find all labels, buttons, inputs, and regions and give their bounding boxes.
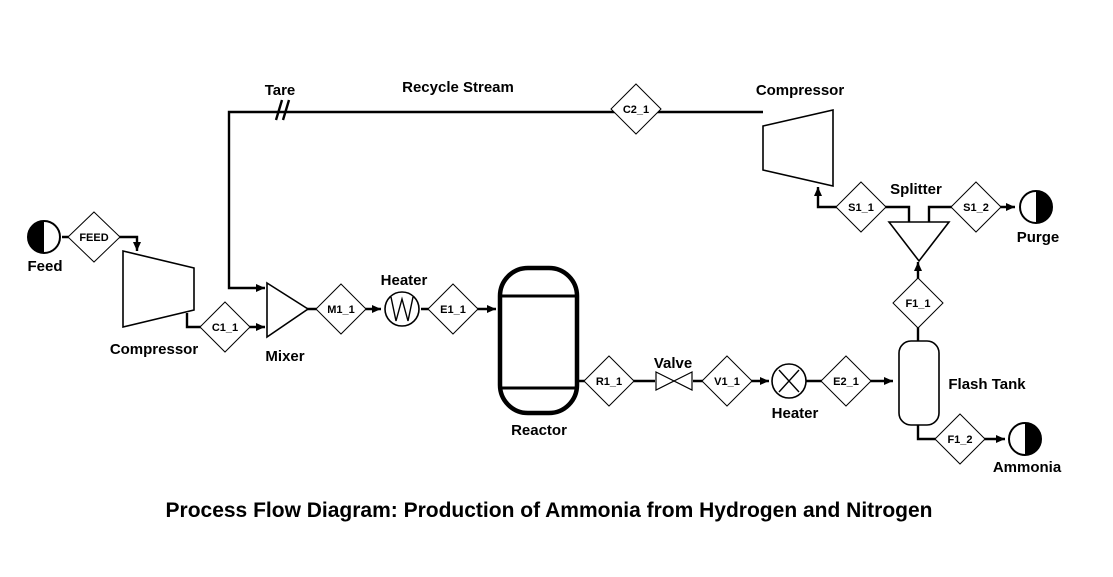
heater-1 — [384, 291, 420, 327]
stream-tag-c2-1: C2_1 — [610, 83, 662, 135]
stream-tag-f1-2: F1_2 — [934, 413, 986, 465]
stream-tag-s1-2: S1_2 — [950, 181, 1002, 233]
stream-tag-feed: FEED — [67, 211, 121, 263]
stream-tag-s1-1: S1_1 — [835, 181, 887, 233]
stream-tag-s1-2-text: S1_2 — [963, 202, 989, 214]
stream-tag-r1-1-text: R1_1 — [596, 376, 622, 388]
reactor-label: Reactor — [511, 422, 567, 439]
splitter-label: Splitter — [890, 181, 942, 198]
heater-2-label: Heater — [772, 405, 819, 422]
heater-1-label: Heater — [381, 272, 428, 289]
diagram-title: Process Flow Diagram: Production of Ammo… — [166, 499, 933, 522]
valve — [655, 371, 693, 391]
heater-2 — [771, 363, 807, 399]
purge-label: Purge — [1017, 229, 1060, 246]
valve-label: Valve — [654, 355, 692, 372]
recycle-stream-label: Recycle Stream — [402, 79, 514, 96]
stream-tag-v1-1-text: V1_1 — [714, 376, 740, 388]
compressor-1 — [122, 249, 195, 329]
flash-tank — [898, 340, 940, 426]
reactor — [497, 265, 580, 416]
stream-tag-e2-1-text: E2_1 — [833, 376, 859, 388]
feed-label: Feed — [27, 258, 62, 275]
recycle-line — [227, 110, 763, 292]
stream-tag-v1-1: V1_1 — [701, 355, 753, 407]
splitter — [887, 221, 951, 263]
stream-tag-f1-1: F1_1 — [892, 277, 944, 329]
ammonia-sink — [1008, 422, 1042, 456]
tare-marks — [274, 99, 291, 121]
mixer-label: Mixer — [265, 348, 304, 365]
stream-tag-e1-1-text: E1_1 — [440, 304, 466, 316]
stream-tag-m1-1: M1_1 — [315, 283, 367, 335]
stream-tag-f1-1-text: F1_1 — [905, 298, 930, 310]
stream-tag-feed-text: FEED — [79, 232, 108, 244]
tare-label: Tare — [265, 82, 296, 99]
stream-tag-m1-1-text: M1_1 — [327, 304, 355, 316]
stream-tag-f1-2-text: F1_2 — [947, 434, 972, 446]
stream-tag-e2-1: E2_1 — [820, 355, 872, 407]
ammonia-label: Ammonia — [993, 459, 1062, 476]
purge-sink — [1019, 190, 1053, 224]
compressor-2-label: Compressor — [756, 82, 845, 99]
stream-tag-r1-1: R1_1 — [583, 355, 635, 407]
stream-tag-e1-1: E1_1 — [427, 283, 479, 335]
mixer — [266, 281, 310, 339]
stream-tag-c1-1: C1_1 — [199, 301, 251, 353]
flash-tank-label: Flash Tank — [948, 376, 1026, 393]
stream-tag-s1-1-text: S1_1 — [848, 202, 874, 214]
stream-tag-c1-1-text: C1_1 — [212, 322, 238, 334]
stream-tag-c2-1-text: C2_1 — [623, 104, 649, 116]
compressor-2 — [762, 108, 834, 188]
feed-source — [27, 220, 61, 254]
compressor-1-label: Compressor — [110, 341, 199, 358]
